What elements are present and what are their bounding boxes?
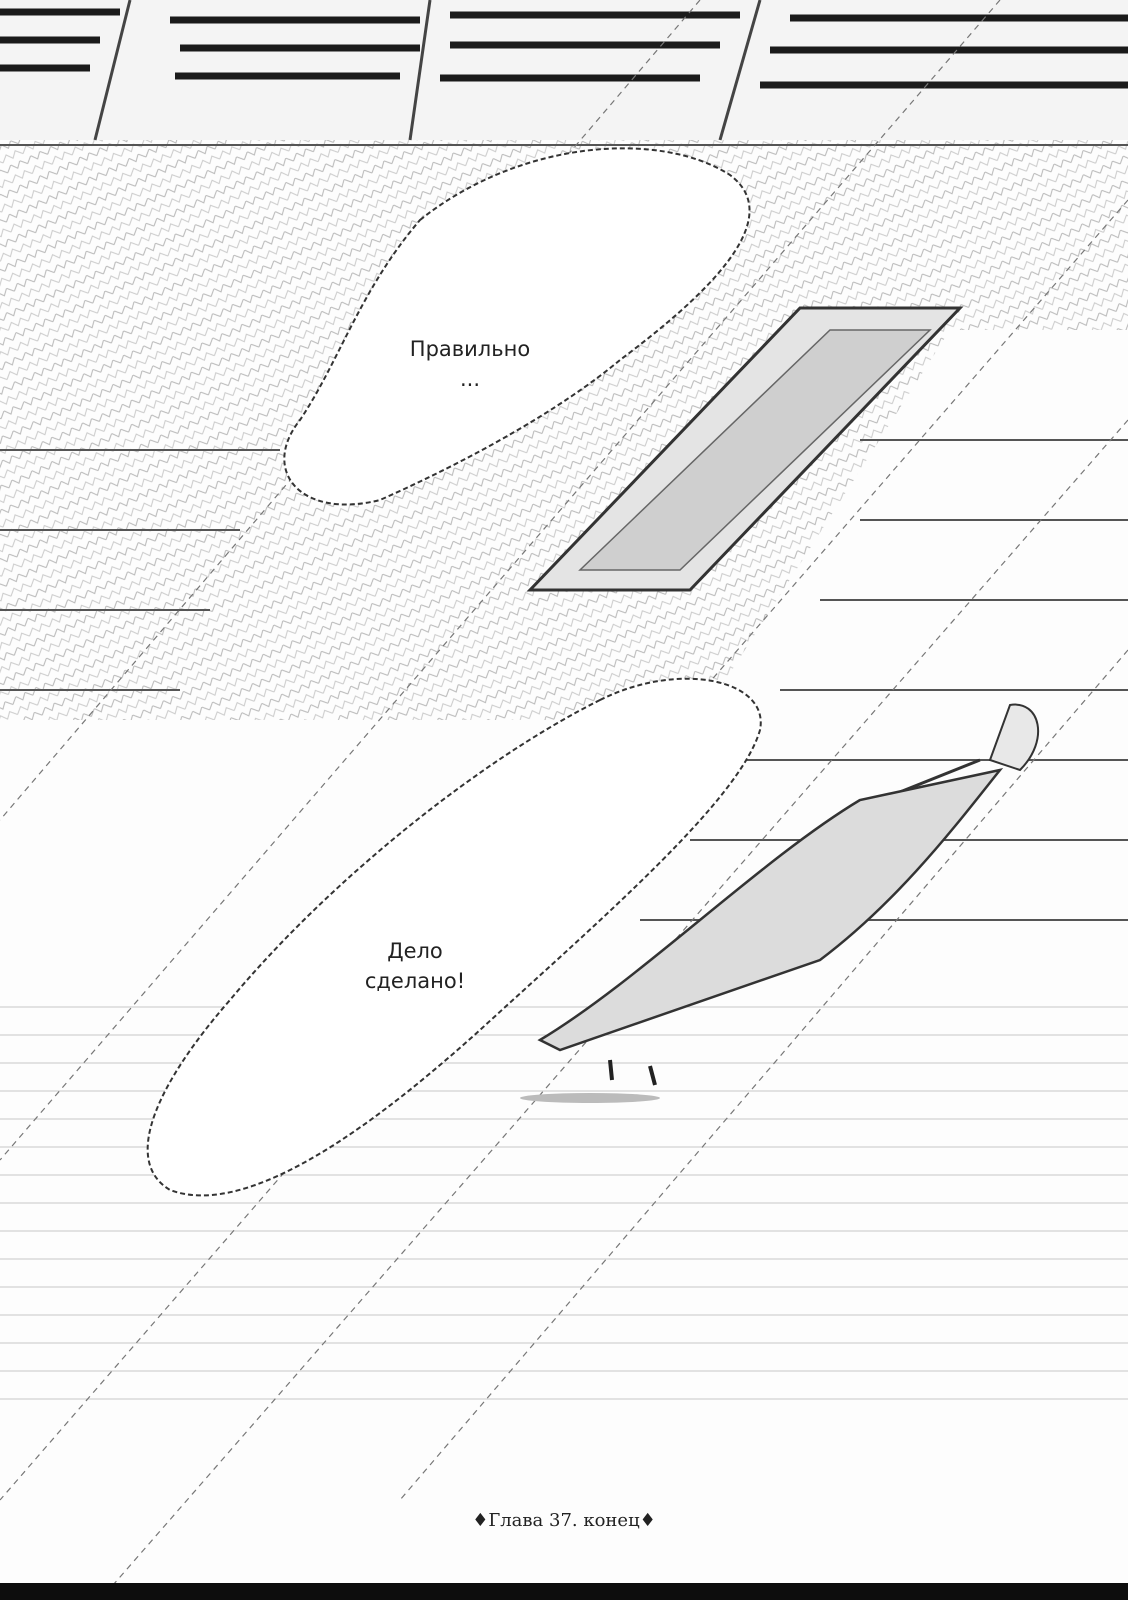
running-figure bbox=[520, 703, 1039, 1103]
bubble-2-line-1: Дело bbox=[387, 939, 443, 963]
speech-bubble-2-text: Дело сделано! bbox=[330, 936, 500, 997]
speech-bubble-1-text: Правильно ... bbox=[360, 334, 580, 395]
speech-bubble-2 bbox=[146, 677, 762, 1197]
ceiling-shutters bbox=[0, 0, 1128, 141]
bottom-bar bbox=[0, 1583, 1128, 1600]
chapter-end-caption: ♦Глава 37. конец♦ bbox=[472, 1510, 656, 1531]
floor bbox=[0, 990, 1128, 1410]
bubble-1-line-1: Правильно bbox=[409, 337, 531, 361]
patterned-wall bbox=[0, 140, 1128, 720]
bubble-1-line-2: ... bbox=[459, 367, 481, 392]
wall-painting bbox=[526, 306, 964, 592]
bubble-2-line-2: сделано! bbox=[364, 969, 466, 994]
speech-bubble-1 bbox=[283, 147, 751, 506]
